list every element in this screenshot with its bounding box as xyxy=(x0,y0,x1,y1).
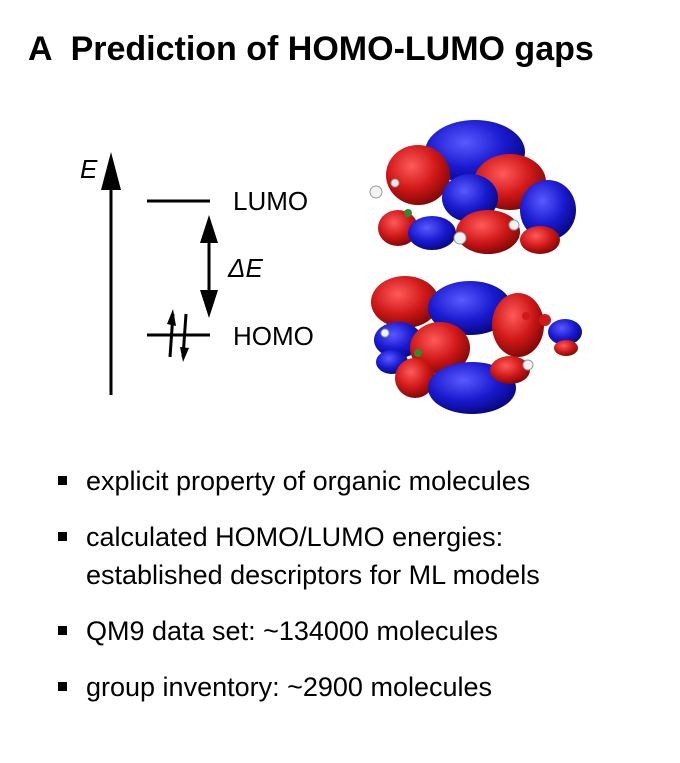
bullet-text: calculated HOMO/LUMO energies: xyxy=(86,522,504,552)
page-title: A Prediction of HOMO-LUMO gaps xyxy=(28,30,594,69)
bullet-item: QM9 data set: ~134000 molecules xyxy=(58,612,540,650)
bullet-item: calculated HOMO/LUMO energies: establish… xyxy=(58,518,540,594)
homo-orbital-image xyxy=(371,276,582,414)
lumo-orbital-image xyxy=(369,120,576,254)
energy-axis-label: E xyxy=(80,154,98,184)
homo-label: HOMO xyxy=(233,321,314,351)
bullet-square-icon xyxy=(58,682,67,691)
bullet-square-icon xyxy=(58,476,67,485)
bullet-square-icon xyxy=(58,532,67,541)
energy-level-diagram: E LUMO ΔE HOMO xyxy=(80,120,582,414)
panel-letter: A xyxy=(28,30,53,68)
energy-axis xyxy=(101,152,121,395)
gap-arrow xyxy=(200,215,218,318)
bullet-text: group inventory: ~2900 molecules xyxy=(86,672,493,702)
bullet-text: explicit property of organic molecules xyxy=(86,466,531,496)
lumo-label: LUMO xyxy=(233,186,308,216)
electron-pair-icon xyxy=(167,309,189,362)
bullet-square-icon xyxy=(58,626,67,635)
title-text: Prediction of HOMO-LUMO gaps xyxy=(70,30,594,68)
bullet-text: QM9 data set: ~134000 molecules xyxy=(86,616,499,646)
gap-label: ΔE xyxy=(227,253,263,283)
bullet-item: explicit property of organic molecules xyxy=(58,462,540,500)
bullet-list: explicit property of organic molecules c… xyxy=(58,462,540,724)
bullet-text: established descriptors for ML models xyxy=(86,560,540,590)
bullet-item: group inventory: ~2900 molecules xyxy=(58,668,540,706)
